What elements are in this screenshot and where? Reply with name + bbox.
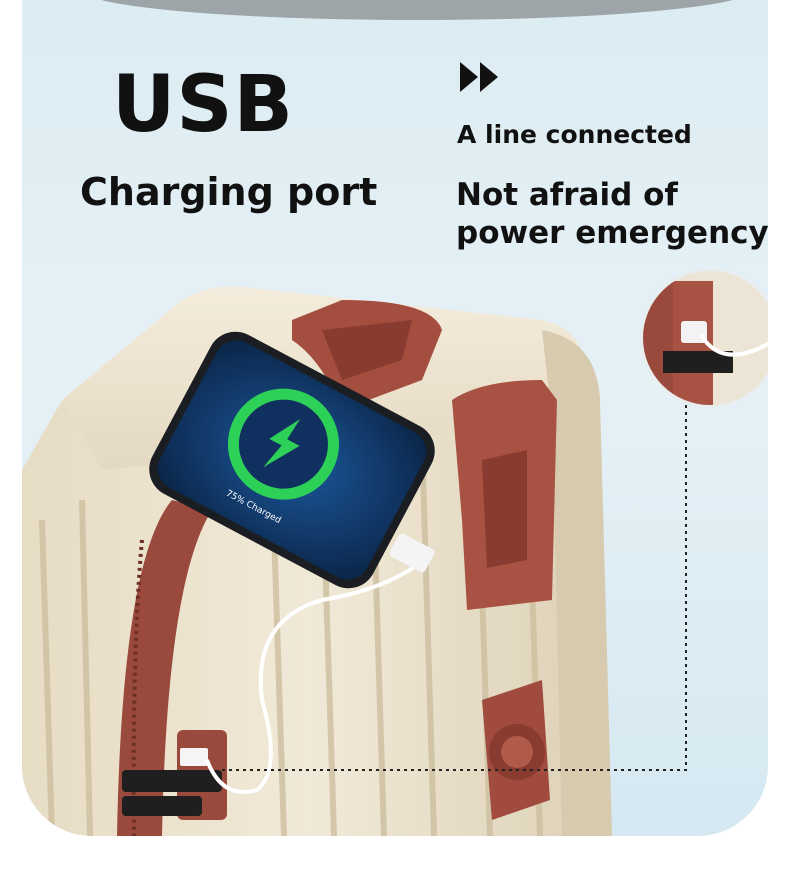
suitcase-side xyxy=(542,330,612,836)
tagline-emergency-line1: Not afraid of xyxy=(456,177,678,213)
charging-port-title: Charging port xyxy=(80,170,378,214)
tagline-emergency: Not afraid of power emergency xyxy=(456,176,768,252)
usb-cable xyxy=(205,563,419,794)
lightning-bolt-icon xyxy=(263,419,301,468)
smartphone: 75% Charged xyxy=(149,331,435,589)
top-arc-decoration xyxy=(82,0,752,20)
product-card: 75% Charged USB Charging port A line con… xyxy=(22,0,768,836)
usb-port-zoom-inset xyxy=(640,268,768,408)
tagline-connected: A line connected xyxy=(457,120,692,149)
callout-line xyxy=(222,402,687,771)
double-arrow-right-icon xyxy=(460,62,498,92)
zipper-trim xyxy=(117,500,212,836)
suitcase-illustration: 75% Charged xyxy=(22,286,687,836)
usb-title: USB xyxy=(112,60,294,150)
tagline-emergency-line2: power emergency xyxy=(456,215,768,251)
